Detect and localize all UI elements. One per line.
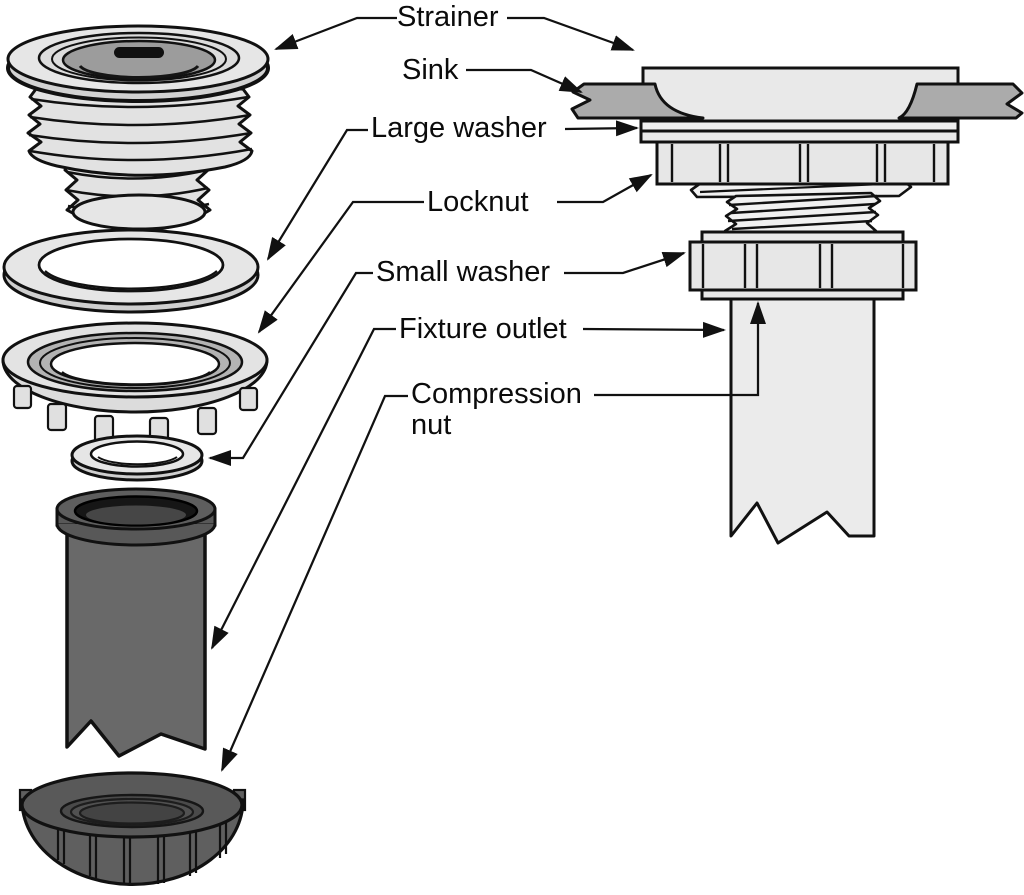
strainer-basket bbox=[61, 39, 217, 81]
leader-large-washer-right bbox=[564, 120, 639, 137]
small-washer-exploded bbox=[70, 434, 204, 482]
compression-nut-exploded bbox=[18, 771, 247, 886]
leader-sink-right bbox=[466, 68, 583, 94]
label-strainer: Strainer bbox=[397, 1, 499, 33]
leader-compression-nut-left bbox=[220, 394, 408, 772]
compression-nut-assembled bbox=[688, 230, 918, 301]
label-large-washer: Large washer bbox=[371, 112, 547, 144]
locknut-exploded bbox=[1, 321, 269, 449]
exposed-threads-assembled bbox=[689, 178, 913, 240]
locknut-assembled bbox=[655, 140, 950, 186]
leader-small-washer-left bbox=[208, 271, 373, 466]
leader-compression-nut-right bbox=[594, 301, 766, 397]
fixture-outlet-exploded bbox=[55, 487, 217, 758]
locknut-flange-assembled bbox=[639, 129, 960, 144]
strainer-flange bbox=[6, 24, 270, 103]
locknut-tabs bbox=[12, 384, 259, 449]
label-locknut: Locknut bbox=[427, 186, 529, 218]
strainer-exploded bbox=[6, 24, 270, 233]
label-compression-nut-line1: Compression bbox=[411, 378, 582, 410]
leader-locknut-right bbox=[557, 174, 653, 204]
fixture-outlet-assembled bbox=[729, 293, 876, 545]
leader-strainer-right bbox=[507, 16, 635, 52]
leader-fixture-outlet-left bbox=[210, 327, 396, 650]
leader-large-washer-left bbox=[266, 128, 368, 261]
strainer-upper-threads bbox=[26, 87, 254, 177]
label-compression-nut-line2: nut bbox=[411, 409, 452, 441]
leader-fixture-outlet-right bbox=[582, 321, 726, 338]
leader-lines bbox=[208, 16, 766, 772]
label-fixture-outlet: Fixture outlet bbox=[399, 313, 567, 345]
strainer-slot bbox=[114, 47, 164, 58]
leader-locknut-left bbox=[257, 200, 424, 334]
locknut-facet-lines bbox=[670, 144, 936, 182]
label-small-washer: Small washer bbox=[376, 256, 551, 288]
assembled-view bbox=[570, 66, 1024, 545]
thread-lines bbox=[727, 194, 878, 231]
sink-assembled bbox=[570, 82, 1024, 120]
label-compression-nut: Compression nut bbox=[411, 379, 582, 441]
leader-strainer-left bbox=[274, 16, 397, 51]
exploded-view bbox=[1, 24, 270, 886]
label-sink: Sink bbox=[402, 54, 459, 86]
compression-nut-facet-lines bbox=[701, 244, 905, 288]
fixture-outlet-body bbox=[65, 518, 207, 758]
leader-small-washer-right bbox=[564, 251, 686, 275]
large-washer-exploded bbox=[2, 228, 260, 314]
